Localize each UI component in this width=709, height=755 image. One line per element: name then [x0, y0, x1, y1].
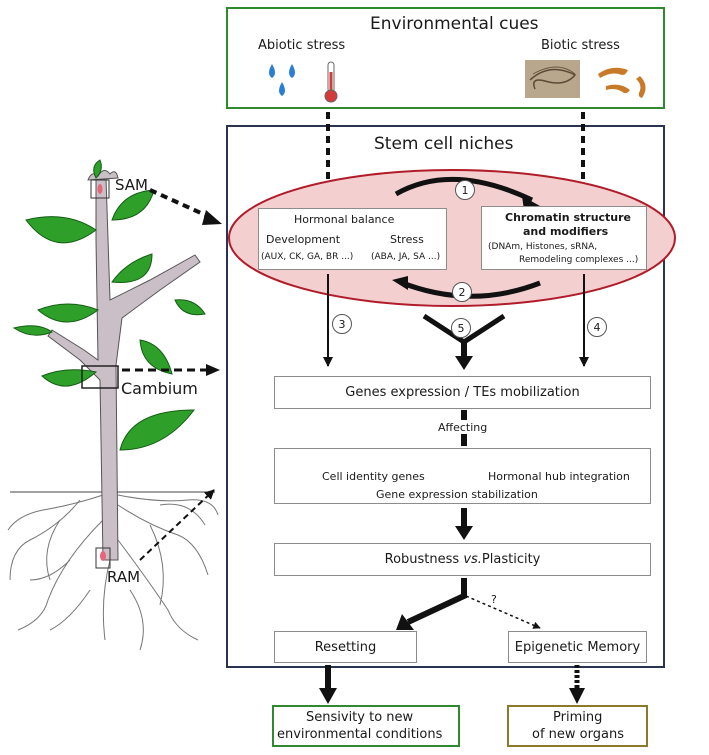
memory-text: Epigenetic Memory	[514, 639, 641, 655]
cell-identity-label: Cell identity genes	[322, 470, 425, 483]
thermometer-icon	[324, 61, 338, 103]
hormone-chromatin-ellipse	[228, 169, 676, 307]
priming-line-1: Priming	[553, 710, 603, 725]
genes-expression-box: Genes expression / TEs mobilization	[274, 376, 651, 409]
chromatin-title-2: and modifiers	[523, 225, 609, 238]
niche-title: Stem cell niches	[374, 134, 514, 154]
environment-box	[226, 7, 665, 109]
hormonal-title: Hormonal balance	[294, 213, 395, 226]
water-drops-icon	[269, 64, 295, 96]
stabilization-label: Gene expression stabilization	[376, 488, 538, 501]
sensitivity-line-1: Sensivity to new	[306, 710, 414, 725]
step-4: 4	[587, 317, 607, 337]
resetting-box: Resetting	[274, 631, 417, 663]
environment-title: Environmental cues	[370, 14, 539, 34]
step-3: 3	[332, 314, 352, 334]
sensitivity-line-2: environmental conditions	[277, 727, 443, 742]
cambium-label: Cambium	[121, 379, 198, 398]
memory-box: Epigenetic Memory	[508, 631, 647, 663]
resetting-text: Resetting	[314, 639, 377, 655]
hormonal-box	[258, 208, 447, 270]
question-mark: ?	[491, 593, 497, 606]
hormonal-hub-label: Hormonal hub integration	[488, 470, 630, 483]
robustness-text: Robustness	[384, 552, 460, 567]
larvae-icon	[598, 67, 646, 98]
priming-line-2: of new organs	[532, 727, 624, 742]
cell-identity-box	[274, 448, 651, 504]
stress-hormones: (ABA, JA, SA ...)	[371, 252, 441, 262]
stress-label: Stress	[390, 233, 424, 246]
sam-label: SAM	[115, 176, 149, 194]
genes-expression-text: Genes expression / TEs mobilization	[345, 385, 580, 400]
sensitivity-box	[272, 705, 460, 747]
step-1: 1	[455, 180, 475, 200]
abiotic-label: Abiotic stress	[258, 38, 346, 53]
nematode-icon	[525, 60, 580, 98]
development-label: Development	[266, 233, 341, 246]
chromatin-box	[481, 206, 647, 270]
ram-label: RAM	[107, 568, 141, 586]
robustness-box: Robustness vs.Plasticity	[274, 543, 651, 576]
dev-hormones: (AUX, CK, GA, BR ...)	[261, 252, 354, 262]
plant-illustration	[7, 159, 219, 651]
step-5: 5	[451, 318, 471, 338]
vs-text: vs.	[463, 552, 482, 567]
priming-box	[507, 705, 648, 747]
chromatin-list-1: (DNAm, Histones, sRNA,	[488, 242, 598, 252]
chromatin-title-1: Chromatin structure	[505, 211, 632, 224]
chromatin-list-2: Remodeling complexes ...)	[519, 255, 639, 265]
plasticity-text: Plasticity	[481, 552, 541, 567]
biotic-label: Biotic stress	[541, 38, 620, 53]
step-2: 2	[452, 282, 472, 302]
affecting-label: Affecting	[438, 421, 488, 434]
